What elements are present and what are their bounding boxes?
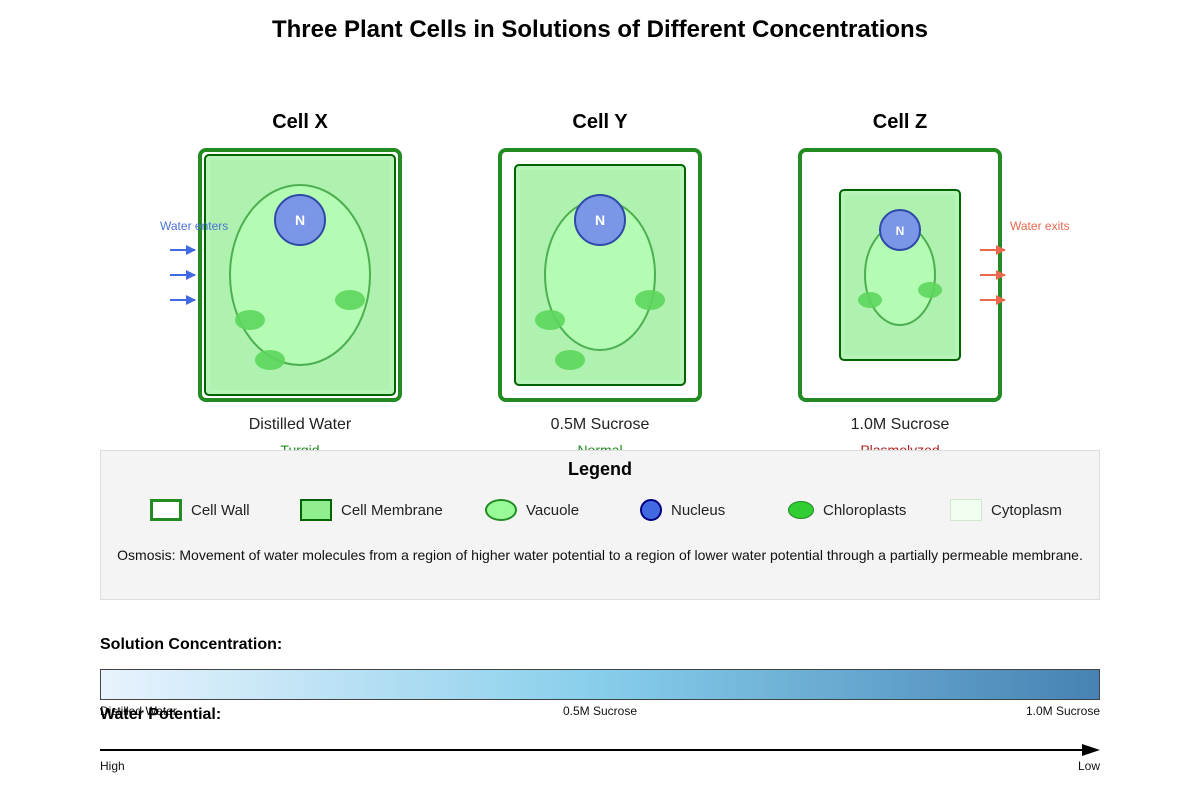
arrowhead-icon	[1082, 744, 1100, 756]
cell-y-solution: 0.5M Sucrose	[550, 416, 650, 433]
cell-y: N	[498, 148, 702, 402]
legend-label: Nucleus	[671, 501, 726, 519]
nucleus-label: N	[295, 212, 305, 228]
legend-item-cytoplasm: Cytoplasm	[950, 499, 1062, 521]
cell-membrane-swatch-icon	[300, 499, 332, 521]
cytoplasm-swatch-icon	[950, 499, 982, 521]
legend: Legend Cell Wall Cell Membrane Vacuole N…	[100, 450, 1100, 600]
concentration-tick-high: 1.0M Sucrose	[1025, 704, 1100, 718]
water-potential-low: Low	[1077, 759, 1100, 773]
cell-y-title: Cell Y	[572, 111, 628, 133]
osmosis-definition: Osmosis: Movement of water molecules fro…	[117, 547, 1083, 563]
water-potential-label: Water Potential:	[100, 706, 222, 723]
legend-label: Cell Wall	[191, 501, 250, 519]
legend-item-vacuole: Vacuole	[485, 499, 579, 521]
chloroplast	[918, 282, 942, 298]
chloroplast	[235, 310, 265, 330]
water-enters-label: Water enters	[160, 219, 229, 233]
concentration-tick-mid: 0.5M Sucrose	[562, 704, 638, 718]
chloroplast	[635, 290, 665, 310]
water-enters-arrows	[170, 245, 196, 305]
cell-x-nucleus	[274, 194, 326, 246]
legend-item-chloroplasts: Chloroplasts	[788, 499, 906, 521]
vacuole-swatch-icon	[485, 499, 517, 521]
legend-label: Cell Membrane	[341, 501, 443, 519]
cell-x-title: Cell X	[272, 111, 328, 133]
cell-x: N	[198, 148, 402, 402]
cell-y-nucleus	[574, 194, 626, 246]
concentration-tick-distilled: Distilled Water	[100, 704, 177, 718]
nucleus-label: N	[896, 224, 905, 238]
chloroplast	[555, 350, 585, 370]
legend-label: Chloroplasts	[823, 501, 907, 519]
concentration-gradient-bar	[100, 669, 1100, 700]
cell-x-solution: Distilled Water	[248, 416, 352, 433]
legend-label: Cytoplasm	[991, 501, 1062, 519]
water-potential-axis	[100, 744, 1100, 756]
legend-item-nucleus: Nucleus	[640, 499, 725, 521]
cells-diagram: N N N	[170, 148, 1006, 402]
concentration-label: Solution Concentration:	[100, 636, 283, 653]
water-potential-high: High	[100, 759, 125, 773]
cell-z-title: Cell Z	[872, 111, 928, 133]
nucleus-swatch-icon	[640, 499, 662, 521]
nucleus-label: N	[595, 212, 605, 228]
legend-item-cell-membrane: Cell Membrane	[300, 499, 443, 521]
cell-z: N	[798, 148, 1002, 402]
water-exits-label: Water exits	[1010, 219, 1070, 233]
cell-z-nucleus	[879, 209, 921, 251]
cell-z-solution: 1.0M Sucrose	[850, 416, 950, 433]
water-exits-arrows	[980, 245, 1006, 305]
legend-item-cell-wall: Cell Wall	[150, 499, 250, 521]
chloroplast	[255, 350, 285, 370]
diagram-title: Three Plant Cells in Solutions of Differ…	[271, 16, 929, 43]
legend-label: Vacuole	[526, 501, 580, 519]
cell-wall-swatch-icon	[150, 499, 182, 521]
chloroplast-swatch-icon	[788, 501, 814, 519]
chloroplast	[858, 292, 882, 308]
legend-title: Legend	[567, 459, 632, 479]
chloroplast	[335, 290, 365, 310]
chloroplast	[535, 310, 565, 330]
